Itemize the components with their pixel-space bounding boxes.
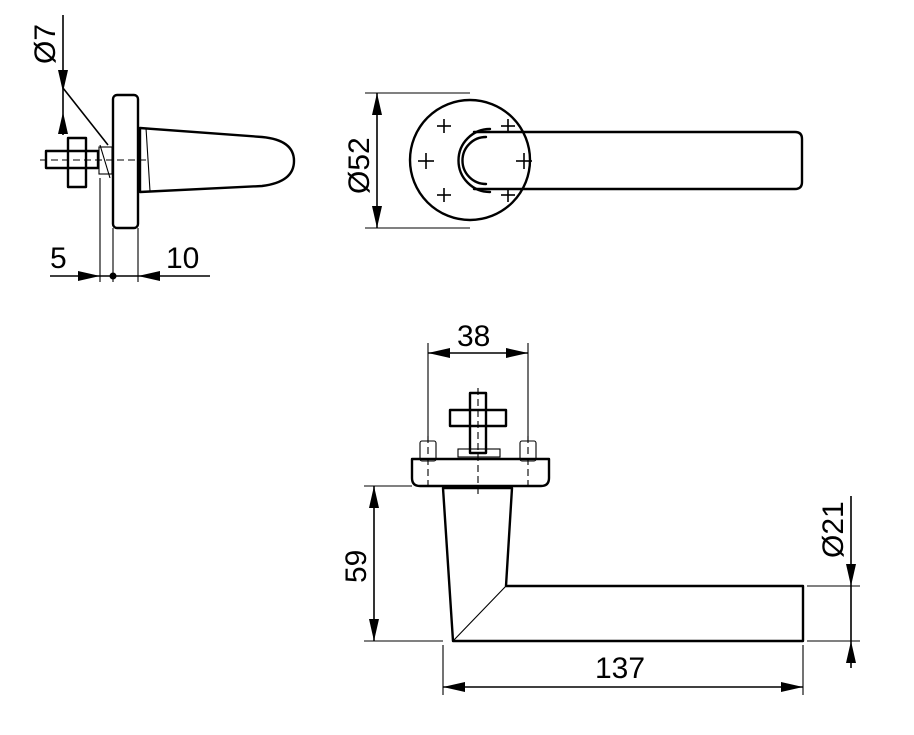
- dim-38-arrow-left: [428, 348, 450, 358]
- dim-dot: [109, 272, 117, 280]
- bottom-spindle-collar: [457, 448, 501, 458]
- diameter-7-slant: [62, 87, 109, 146]
- bottom-rose-plate: [410, 457, 551, 488]
- dim-52-label: Ø52: [343, 137, 376, 194]
- diameter-7-arrow-bottom: [58, 112, 68, 134]
- side-spindle-cross: [66, 136, 88, 189]
- side-lever-neck-line: [145, 127, 151, 192]
- front-neck-outer: [457, 127, 492, 194]
- dim-59-arrow-bottom: [369, 619, 379, 641]
- dim-10-arrow: [138, 271, 160, 281]
- dim-21-arrow-top: [846, 564, 856, 586]
- bottom-lever-body: [441, 486, 805, 643]
- bottom-lever-bend-line: [452, 585, 507, 642]
- dim-38-arrow-right: [506, 348, 528, 358]
- bottom-view: 38 59 137 Ø21: [340, 320, 860, 695]
- dim-21-label: Ø21: [817, 501, 850, 558]
- front-lever: [472, 130, 804, 191]
- dim-10-label: 10: [166, 242, 199, 275]
- front-screw-marks: [418, 119, 532, 202]
- front-neck-inner: [461, 135, 488, 186]
- side-lever-profile: [138, 126, 296, 194]
- diameter-7-arrow-top: [58, 70, 68, 92]
- dim-38-label: 38: [457, 320, 490, 353]
- dim-21-arrow-bottom: [846, 641, 856, 663]
- side-view: Ø7 5 10: [29, 15, 296, 282]
- dim-52-arrow-top: [372, 93, 382, 115]
- side-screw-line: [99, 144, 111, 179]
- diameter-7-label: Ø7: [29, 24, 62, 64]
- dim-52-arrow-bottom: [372, 206, 382, 228]
- dim-137-label: 137: [595, 652, 645, 685]
- dim-59-label: 59: [340, 550, 373, 583]
- front-rose: [408, 98, 532, 222]
- dim-5-arrow: [78, 271, 100, 281]
- dim-5-label: 5: [50, 242, 67, 275]
- dim-137-arrow-left: [443, 682, 465, 692]
- dim-137-arrow-right: [781, 682, 803, 692]
- front-view: Ø52: [343, 92, 804, 229]
- dim-59-arrow-top: [369, 486, 379, 508]
- side-rose-plate: [111, 93, 140, 230]
